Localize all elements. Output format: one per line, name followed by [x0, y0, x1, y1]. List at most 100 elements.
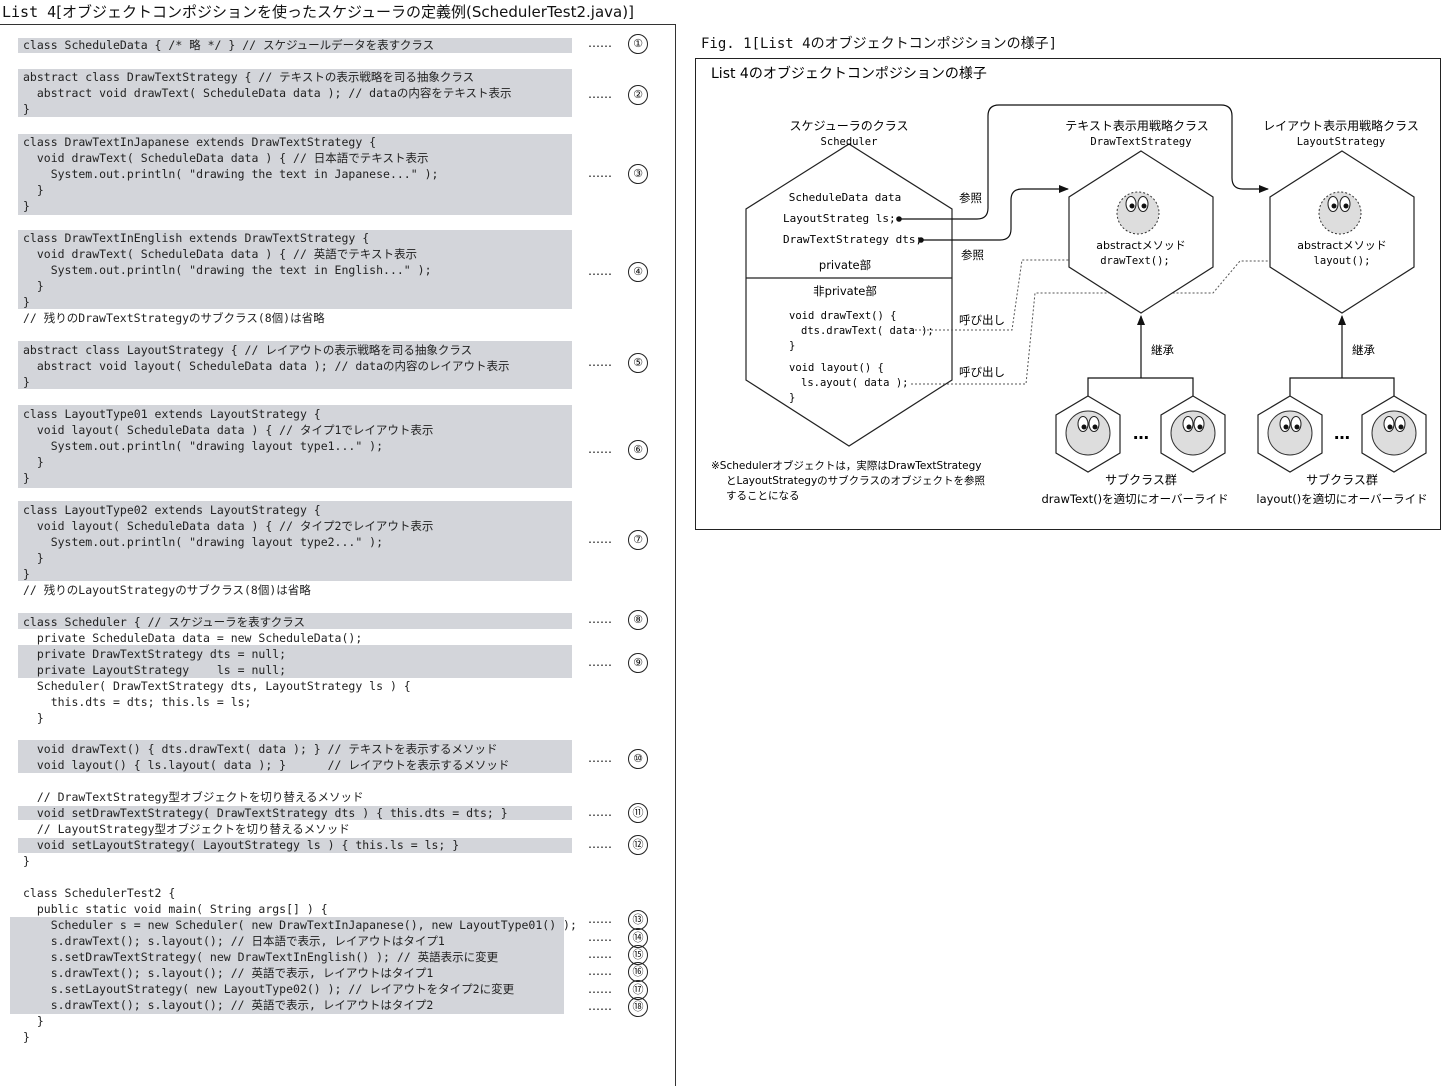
- marker-dots: ……: [588, 532, 612, 546]
- abstract-face-icon: [1116, 191, 1160, 235]
- code-line: }: [23, 455, 44, 469]
- scheduler-method-drawtext-body: dts.drawText( data );: [801, 325, 934, 337]
- code-line: }: [23, 471, 30, 485]
- code-line: }: [23, 711, 44, 725]
- code-block-1: [18, 38, 572, 53]
- layout-abstract-label: abstractメソッド: [1297, 239, 1386, 252]
- code-line: class Scheduler { // スケジューラを表すクラス: [23, 615, 306, 629]
- drawtext-heading: テキスト表示用戦略クラス: [1065, 118, 1208, 133]
- marker-dots: ……: [588, 166, 612, 180]
- marker-number: ⑤: [628, 353, 648, 373]
- layout-heading: レイアウト表示用戦略クラス: [1263, 118, 1419, 133]
- marker-number: ⑨: [628, 653, 648, 673]
- marker-dots: ……: [588, 999, 612, 1013]
- code-block-2: [18, 69, 572, 117]
- scheduler-method-layout-body: ls.ayout( data );: [801, 377, 908, 389]
- code-line: // LayoutStrategy型オブジェクトを切り替えるメソッド: [23, 822, 350, 836]
- code-line: private ScheduleData data = new Schedule…: [23, 631, 363, 645]
- ls-reference-arrow: [899, 104, 1269, 220]
- inheritance-bracket-2: [1289, 377, 1395, 396]
- scheduler-method-drawtext-end: }: [789, 340, 795, 352]
- drawtext-abstract-label: abstractメソッド: [1096, 239, 1185, 252]
- marker-dots: ……: [588, 355, 612, 369]
- layout-method: layout();: [1314, 255, 1371, 267]
- code-line: void drawText( ScheduleData data ) { // …: [23, 151, 429, 165]
- code-line: // DrawTextStrategy型オブジェクトを切り替えるメソッド: [23, 790, 364, 804]
- code-line: }: [23, 102, 30, 116]
- code-line: class ScheduleData { /* 略 */ } // スケジュール…: [23, 38, 435, 52]
- subclass-hexagon: [1055, 395, 1121, 473]
- marker-number: ②: [628, 85, 648, 105]
- subclass-group-label-1: サブクラス群: [1105, 472, 1177, 487]
- code-line: }: [23, 375, 30, 389]
- code-block-8: [18, 613, 572, 629]
- marker-number: ④: [628, 262, 648, 282]
- scheduler-private-label: private部: [819, 258, 871, 272]
- code-line: }: [23, 183, 44, 197]
- marker-dots: ……: [588, 751, 612, 765]
- code-line: abstract void drawText( ScheduleData dat…: [23, 86, 512, 100]
- marker-dots: ……: [588, 982, 612, 996]
- code-line: }: [23, 1030, 30, 1044]
- marker-number: ⑧: [628, 610, 648, 630]
- scheduler-method-layout-end: }: [789, 392, 795, 404]
- line-marker: ……④: [588, 262, 658, 282]
- code-line: }: [23, 199, 30, 213]
- marker-number: ①: [628, 34, 648, 54]
- subclass-hexagon: [1361, 395, 1427, 473]
- subclass-ellipsis-2: …: [1334, 424, 1350, 443]
- marker-dots: ……: [588, 655, 612, 669]
- inherit-label-2: 継承: [1352, 343, 1375, 357]
- line-marker: ……⑧: [588, 610, 658, 630]
- marker-dots: ……: [588, 930, 612, 944]
- subclass-ellipsis-1: …: [1133, 424, 1149, 443]
- code-block-3: [18, 134, 572, 215]
- scheduler-name: Scheduler: [821, 136, 878, 148]
- code-line: class LayoutType02 extends LayoutStrateg…: [23, 503, 321, 517]
- marker-dots: ……: [588, 87, 612, 101]
- code-line: class DrawTextInJapanese extends DrawTex…: [23, 135, 377, 149]
- marker-number: ③: [628, 164, 648, 184]
- code-line: s.drawText(); s.layout(); // 英語で表示, レイアウ…: [23, 966, 434, 980]
- code-line: abstract class LayoutStrategy { // レイアウト…: [23, 343, 473, 357]
- code-block-13-18: [10, 917, 564, 1014]
- code-line: s.setDrawTextStrategy( new DrawTextInEng…: [23, 950, 499, 964]
- code-line: System.out.println( "drawing the text in…: [23, 167, 439, 181]
- code-line: Scheduler( DrawTextStrategy dts, LayoutS…: [23, 679, 411, 693]
- code-line: System.out.println( "drawing layout type…: [23, 535, 384, 549]
- marker-dots: ……: [588, 912, 612, 926]
- code-block-7: [18, 501, 572, 581]
- code-line: class DrawTextInEnglish extends DrawText…: [23, 231, 370, 245]
- marker-number: ⑦: [628, 530, 648, 550]
- abstract-face-icon: [1318, 191, 1362, 235]
- subclass-group-desc-2: layout()を適切にオーバーライド: [1256, 492, 1427, 506]
- scheduler-field-ls: LayoutStrateg ls;: [783, 212, 896, 225]
- marker-number: ⑬: [628, 910, 648, 930]
- code-block-4: [18, 230, 572, 309]
- code-line: void setDrawTextStrategy( DrawTextStrate…: [23, 806, 508, 820]
- note-line-1: ※Schedulerオブジェクトは，実際はDrawTextStrategy: [711, 459, 982, 472]
- note-line-2: とLayoutStrategyのサブクラスのオブジェクトを参照: [726, 474, 985, 487]
- marker-dots: ……: [588, 837, 612, 851]
- code-line: }: [23, 567, 30, 581]
- line-marker: …… ⑱: [588, 997, 658, 1017]
- code-line: void layout( ScheduleData data ) { // タイ…: [23, 519, 434, 533]
- code-line: }: [23, 279, 44, 293]
- marker-number: ⑱: [628, 997, 648, 1017]
- scheduler-method-drawtext: void drawText() {: [789, 310, 896, 322]
- code-line: s.setLayoutStrategy( new LayoutType02() …: [23, 982, 515, 996]
- code-block-5: [18, 341, 572, 389]
- code-line: // 残りのDrawTextStrategyのサブクラス(8個)は省略: [23, 311, 325, 325]
- marker-number: ⑯: [628, 962, 648, 982]
- code-line: private DrawTextStrategy dts = null;: [23, 647, 287, 661]
- code-line: void layout( ScheduleData data ) { // タイ…: [23, 423, 434, 437]
- list-title-text: [オブジェクトコンポジションを使ったスケジューラの定義例(SchedulerTe…: [56, 3, 634, 21]
- line-marker: …… ⑬: [588, 910, 658, 930]
- marker-dots: ……: [588, 36, 612, 50]
- figure-box-title: List 4のオブジェクトコンポジションの様子: [711, 65, 987, 82]
- marker-dots: ……: [588, 964, 612, 978]
- subclass-hexagon: [1160, 395, 1226, 473]
- call-label-2: 呼び出し: [959, 365, 1005, 379]
- code-line: void setLayoutStrategy( LayoutStrategy l…: [23, 838, 460, 852]
- line-marker: …… ⑤: [588, 353, 658, 373]
